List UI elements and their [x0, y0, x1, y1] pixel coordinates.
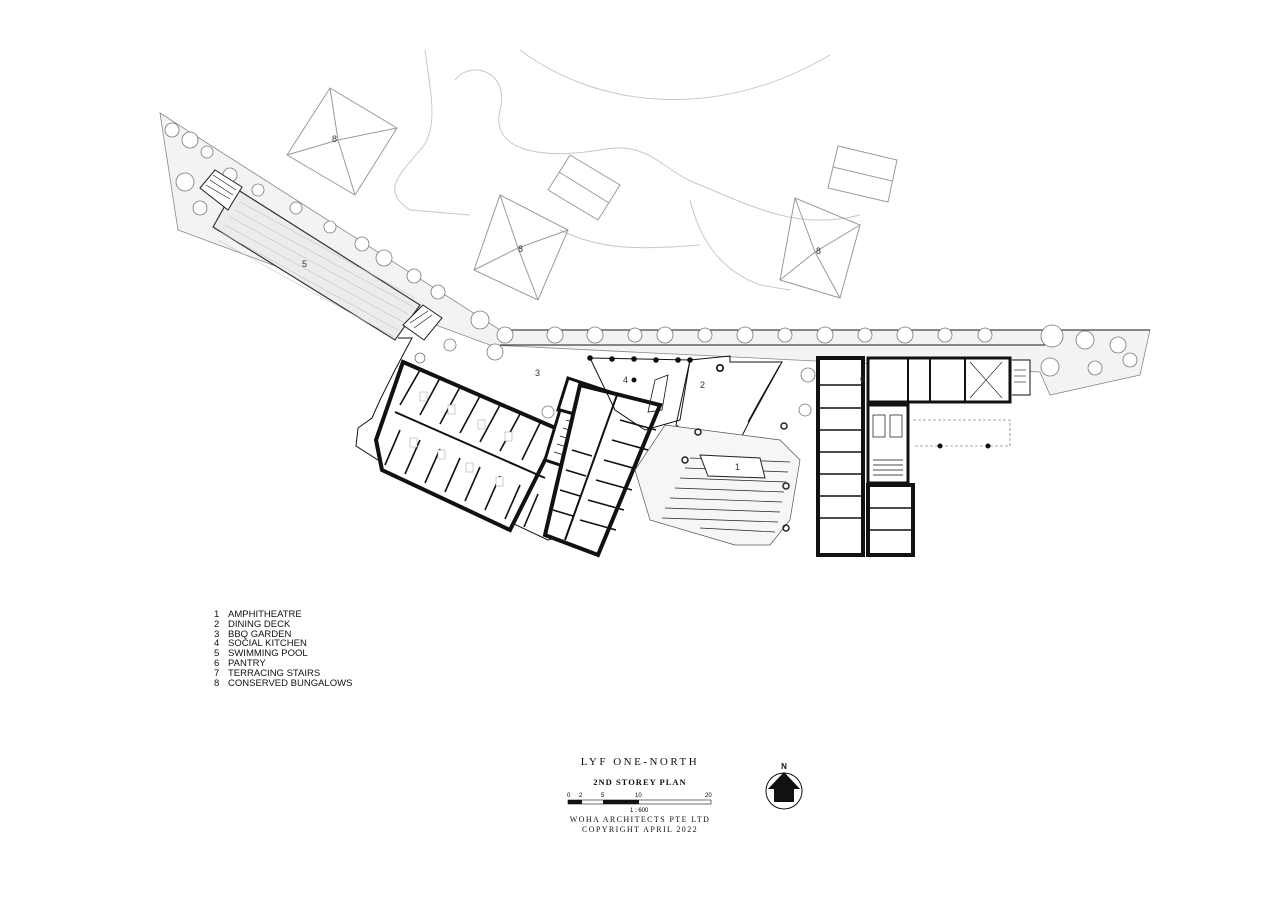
scale-bar: 0 2 5 10 20 1 : 600 [540, 791, 740, 815]
label-bbq-garden: 3 [535, 368, 540, 378]
scale-ratio: 1 : 600 [630, 808, 649, 814]
label-bungalow-b: 8 [518, 244, 523, 254]
social-kitchen-area [587, 355, 693, 431]
title-block: LYF ONE-NORTH 2ND STOREY PLAN 0 2 5 10 2… [540, 756, 740, 835]
label-dining-deck: 2 [700, 380, 705, 390]
conserved-bungalows [286, 87, 898, 301]
north-label: N [781, 762, 787, 771]
credit-firm: WOHA ARCHITECTS PTE LTD [569, 815, 711, 824]
label-social-kitchen: 4 [623, 375, 628, 385]
outbuilding-a [547, 154, 621, 221]
trees [164, 122, 1138, 419]
amphitheatre-terraces [634, 422, 801, 546]
scale-tick-10: 10 [635, 793, 642, 799]
plan-title: LYF ONE-NORTH [580, 756, 700, 768]
bungalow-c [779, 197, 861, 299]
north-arrow-icon [765, 772, 803, 810]
plan-subtitle: 2ND STOREY PLAN [593, 777, 687, 787]
east-guestroom-wing [816, 356, 1031, 557]
bungalow-a [286, 87, 398, 196]
site-context [394, 49, 861, 291]
swimming-pool [199, 169, 443, 341]
label-bungalow-c: 8 [816, 246, 821, 256]
scale-bar-graphic: 0 2 5 10 20 1 : 600 [567, 793, 712, 814]
scale-tick-0: 0 [567, 793, 571, 799]
label-bungalow-a: 8 [332, 134, 337, 144]
scale-tick-2: 2 [579, 793, 583, 799]
left-guestroom-wing [355, 337, 563, 541]
credits: WOHA ARCHITECTS PTE LTD COPYRIGHT APRIL … [540, 815, 740, 835]
scale-tick-20: 20 [705, 793, 712, 799]
label-pantry: 6 [860, 374, 865, 384]
outbuilding-b [827, 145, 898, 203]
middle-guestroom-wing [542, 382, 663, 558]
bungalow-b [473, 194, 569, 301]
credit-copyright: COPYRIGHT APRIL 2022 [581, 825, 698, 834]
label-pool: 5 [302, 259, 307, 269]
north-arrow: N [762, 762, 806, 812]
scale-tick-5: 5 [601, 793, 605, 799]
label-amphitheatre: 1 [735, 462, 740, 472]
dining-deck [675, 355, 783, 441]
